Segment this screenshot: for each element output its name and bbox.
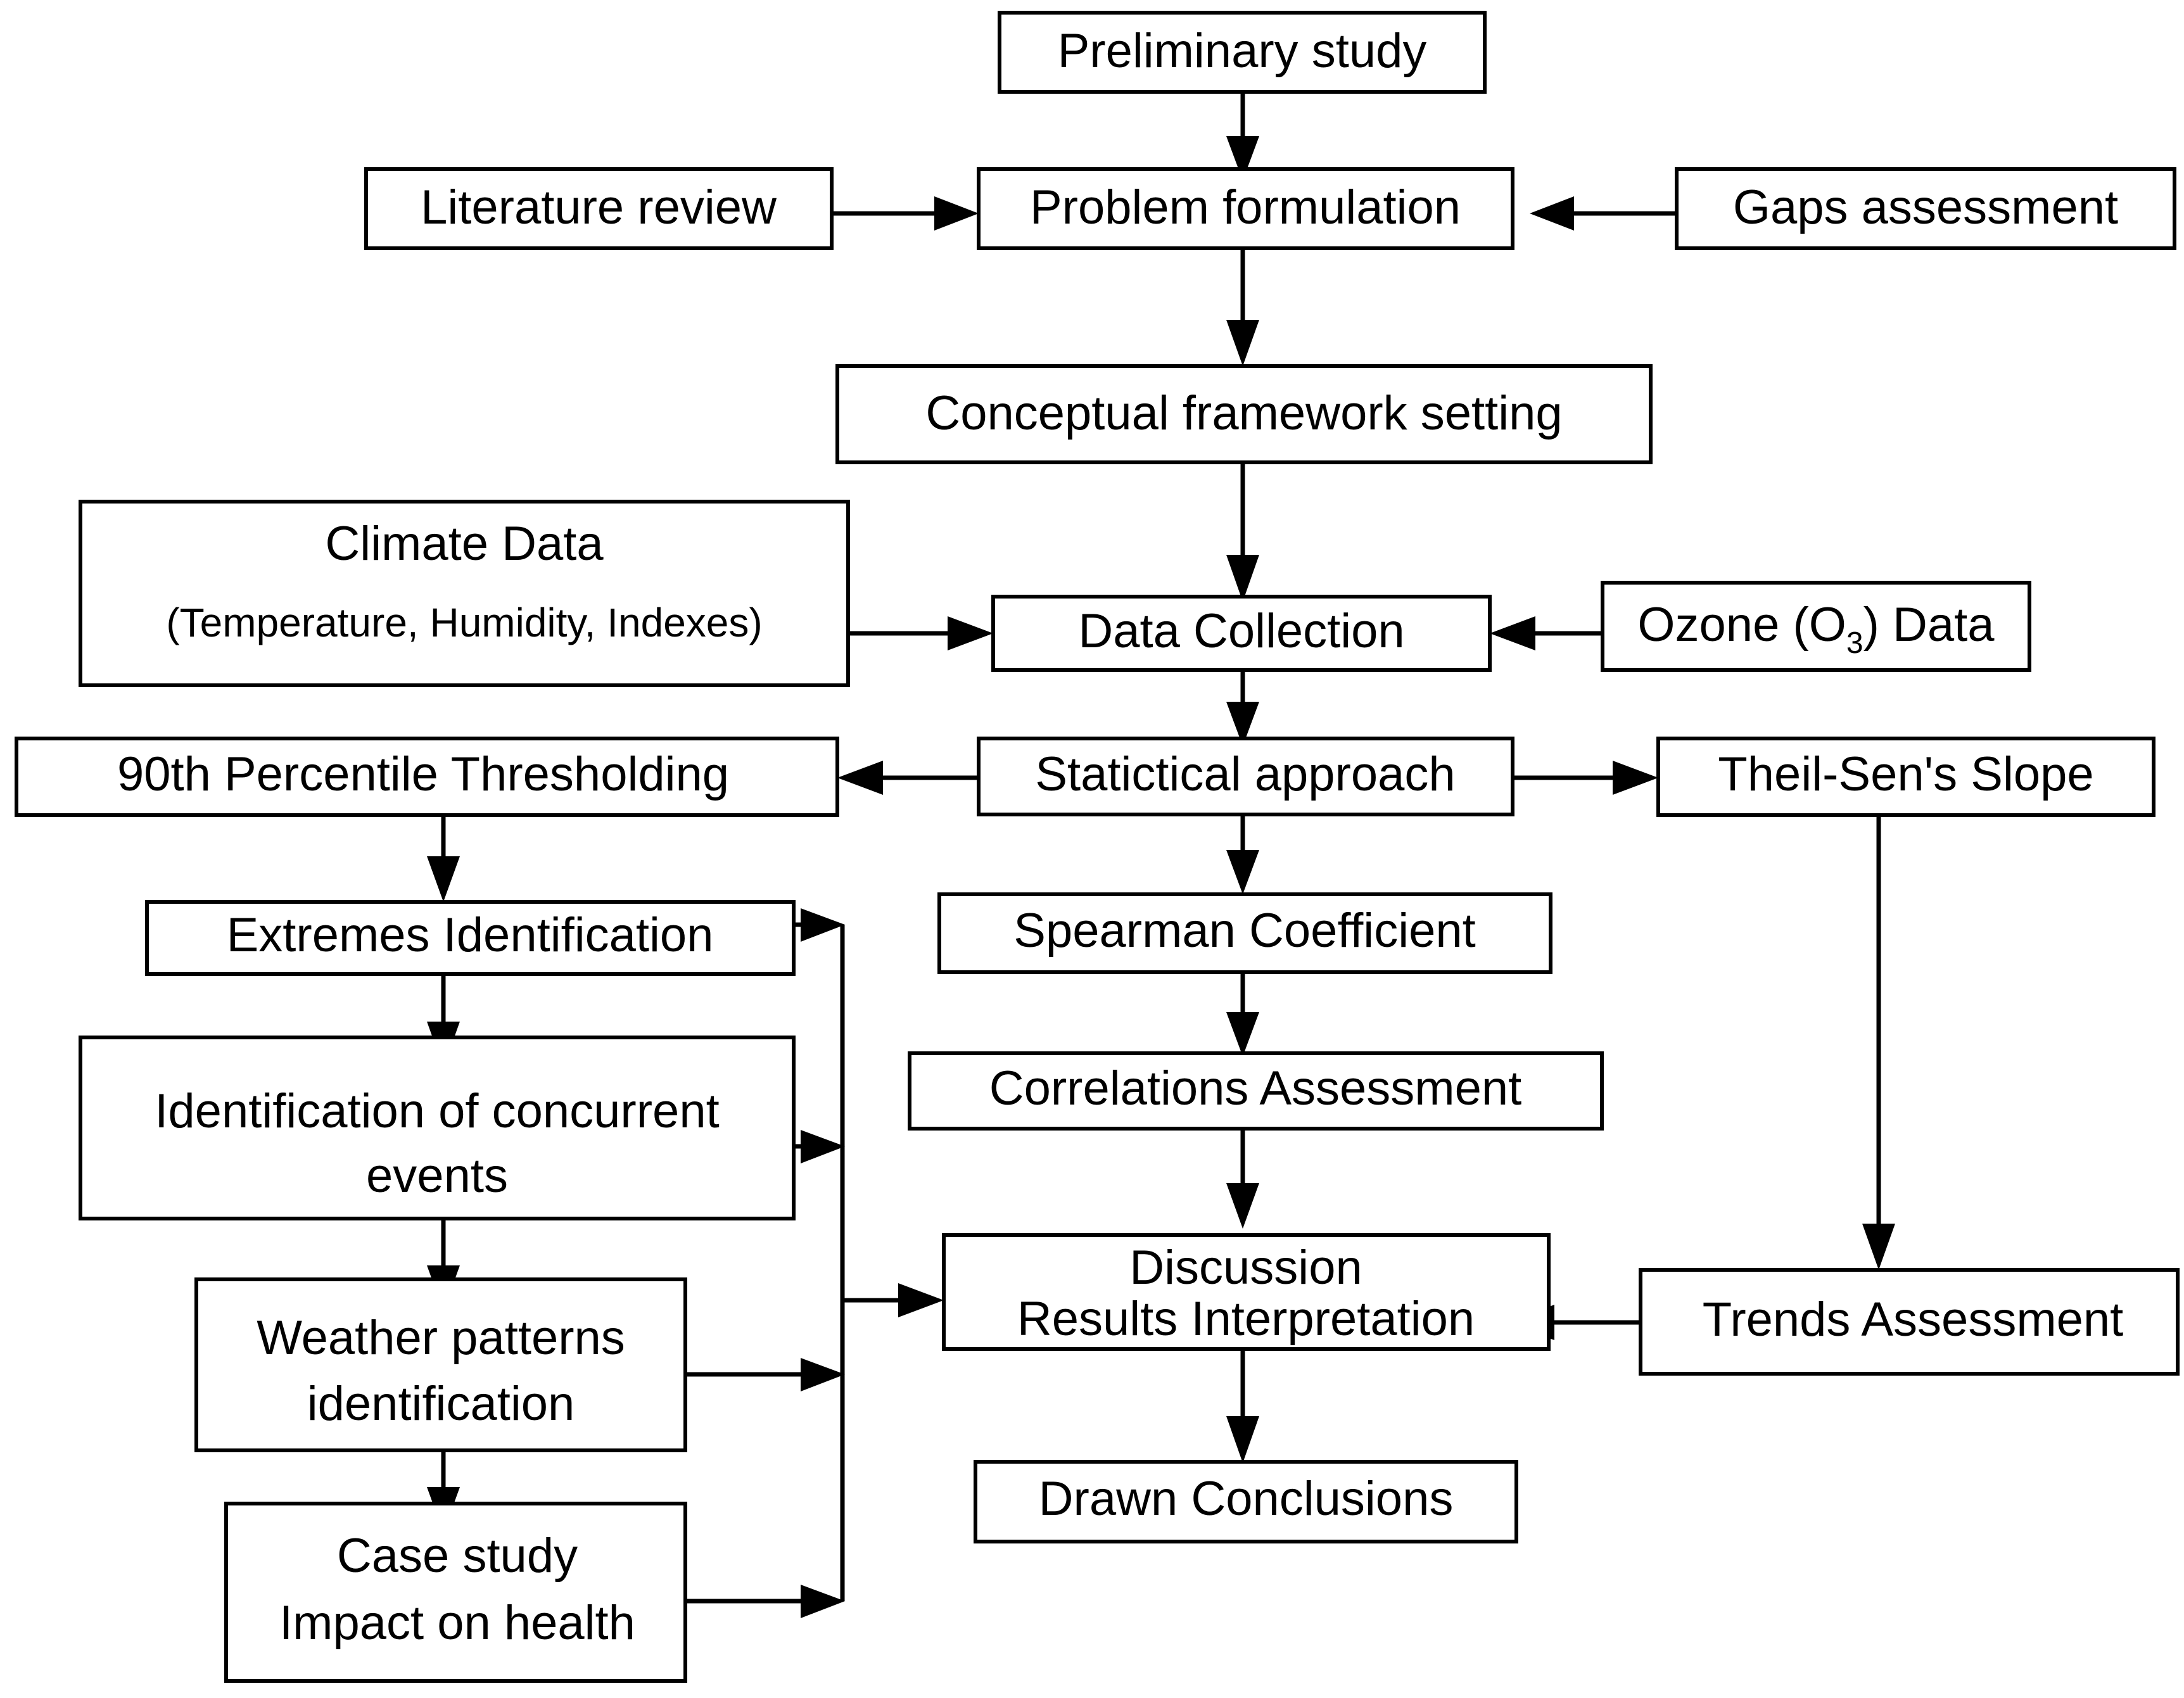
node-label-weather-patterns: Weather patterns: [257, 1311, 625, 1365]
node-percentile-thresholding[interactable]: 90th Percentile Thresholding: [15, 737, 839, 817]
node-data-collection[interactable]: Data Collection: [991, 595, 1492, 672]
node-sublabel-concurrent-events: events: [366, 1149, 508, 1203]
node-label-theil-sen-slope: Theil-Sen's Slope: [1718, 747, 2093, 801]
node-weather-patterns[interactable]: Weather patterns identification: [194, 1277, 687, 1452]
node-label-preliminary-study: Preliminary study: [1058, 24, 1427, 78]
node-label-discussion: Discussion: [1129, 1241, 1362, 1295]
node-correlations-assessment[interactable]: Correlations Assessment: [908, 1051, 1604, 1131]
arrowhead-statistical-to-theilsen: [1613, 761, 1658, 795]
node-label-conceptual-framework: Conceptual framework setting: [925, 386, 1562, 440]
node-label-spearman-coefficient: Spearman Coefficient: [1013, 904, 1475, 958]
node-case-study[interactable]: Case study Impact on health: [224, 1502, 687, 1683]
arrowhead-theilsen-to-trends: [1862, 1224, 1895, 1270]
arrowhead-statistical-to-spearman: [1226, 850, 1259, 894]
node-preliminary-study[interactable]: Preliminary study: [998, 11, 1487, 94]
node-extremes-identification[interactable]: Extremes Identification: [145, 900, 796, 976]
node-conceptual-framework[interactable]: Conceptual framework setting: [835, 364, 1653, 464]
node-sublabel-discussion: Results Interpretation: [1017, 1292, 1475, 1346]
node-concurrent-events[interactable]: Identification of concurrent events: [79, 1036, 796, 1220]
node-sublabel-weather-patterns: identification: [307, 1377, 575, 1431]
node-label-problem-formulation: Problem formulation: [1030, 181, 1461, 234]
arrowhead-discussion-to-conclusions: [1226, 1416, 1259, 1463]
arrowhead-weather-to-bus: [801, 1358, 845, 1391]
node-gaps-assessment[interactable]: Gaps assessment: [1675, 167, 2176, 250]
arrowhead-literature-to-problem: [934, 196, 979, 231]
node-label-extremes-identification: Extremes Identification: [227, 908, 714, 962]
arrowhead-spearman-to-correlations: [1226, 1012, 1259, 1056]
arrowhead-problem-to-framework: [1226, 320, 1259, 366]
arrowhead-correlations-to-discussion: [1226, 1183, 1259, 1229]
node-label-concurrent-events: Identification of concurrent: [155, 1084, 719, 1138]
arrowhead-collection-to-statistical: [1226, 702, 1259, 746]
arrowhead-extremes-to-bus: [801, 908, 845, 942]
arrowhead-preliminary-to-problem: [1226, 136, 1259, 181]
ozone-label-suffix: ) Data: [1863, 598, 1995, 652]
arrowhead-ozone-to-collection: [1490, 616, 1535, 650]
node-label-statistical-approach: Statictical approach: [1035, 747, 1455, 801]
arrowhead-statistical-to-percentile: [837, 761, 883, 795]
node-label-gaps-assessment: Gaps assessment: [1733, 181, 2118, 234]
node-ozone-data[interactable]: Ozone (O3) Data: [1601, 581, 2031, 672]
ozone-label-prefix: Ozone (O: [1637, 598, 1846, 652]
node-trends-assessment[interactable]: Trends Assessment: [1639, 1268, 2180, 1376]
node-label-trends-assessment: Trends Assessment: [1703, 1293, 2124, 1346]
node-literature-review[interactable]: Literature review: [364, 167, 834, 250]
node-discussion[interactable]: Discussion Results Interpretation: [942, 1233, 1551, 1351]
arrowhead-bus-to-discussion: [898, 1283, 944, 1317]
node-theil-sen-slope[interactable]: Theil-Sen's Slope: [1656, 737, 2155, 817]
arrowhead-casestudy-to-bus: [801, 1585, 845, 1618]
node-sublabel-case-study: Impact on health: [279, 1596, 635, 1650]
node-label-climate-data: Climate Data: [325, 517, 604, 571]
node-label-correlations-assessment: Correlations Assessment: [989, 1061, 1522, 1115]
node-label-ozone-data: Ozone (O3) Data: [1637, 598, 1995, 660]
node-sublabel-climate-data: (Temperature, Humidity, Indexes): [166, 600, 762, 645]
arrowhead-concurrent-to-bus: [801, 1130, 845, 1163]
node-label-drawn-conclusions: Drawn Conclusions: [1039, 1472, 1454, 1526]
arrowhead-percentile-to-extremes: [427, 856, 460, 902]
node-drawn-conclusions[interactable]: Drawn Conclusions: [974, 1460, 1518, 1543]
node-label-literature-review: Literature review: [421, 181, 777, 234]
ozone-label-subscript: 3: [1846, 626, 1863, 660]
node-label-percentile-thresholding: 90th Percentile Thresholding: [117, 747, 729, 801]
node-label-case-study: Case study: [337, 1529, 578, 1583]
node-label-data-collection: Data Collection: [1078, 604, 1404, 658]
arrowhead-climate-to-collection: [948, 616, 993, 650]
node-climate-data[interactable]: Climate Data (Temperature, Humidity, Ind…: [79, 500, 850, 687]
node-problem-formulation[interactable]: Problem formulation: [977, 167, 1514, 250]
arrowhead-gaps-to-problem: [1530, 196, 1574, 231]
arrowhead-framework-to-collection: [1226, 555, 1259, 602]
node-spearman-coefficient[interactable]: Spearman Coefficient: [937, 892, 1552, 974]
node-statistical-approach[interactable]: Statictical approach: [977, 737, 1514, 816]
